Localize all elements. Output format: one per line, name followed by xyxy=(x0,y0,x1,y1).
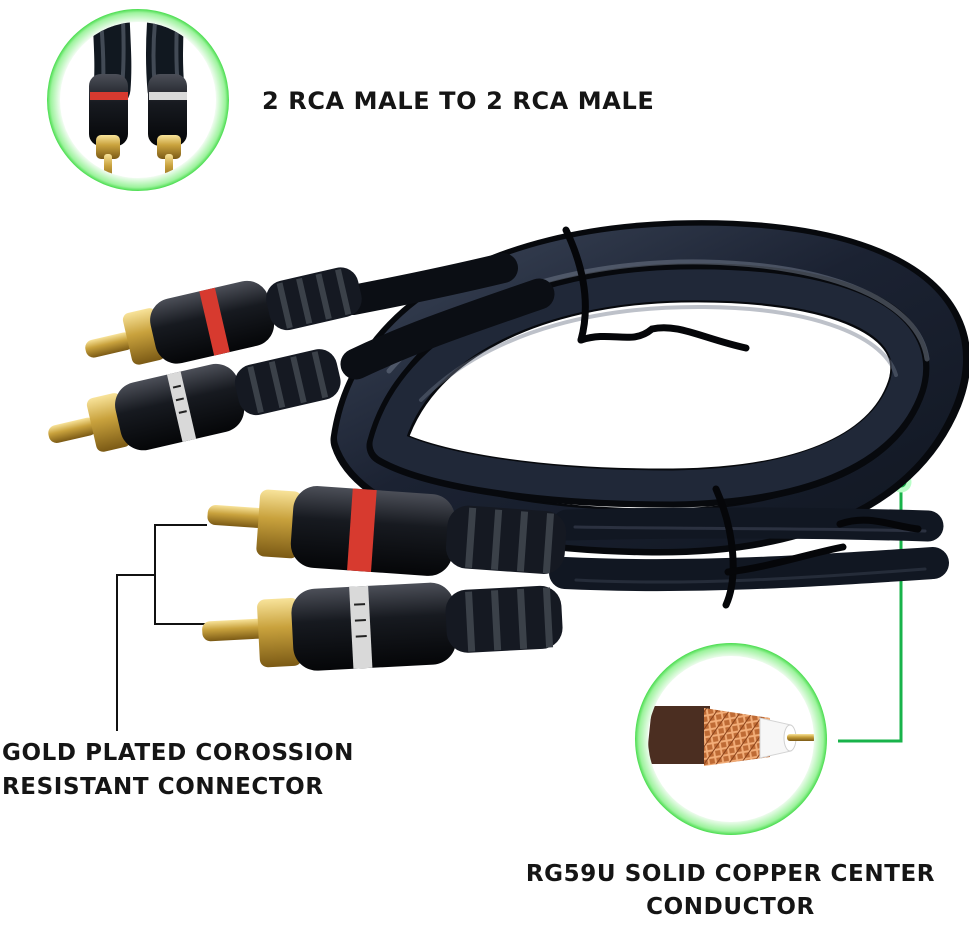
copper-conductor-label-line-2: CONDUCTOR xyxy=(646,894,815,920)
coiled-cable xyxy=(330,220,969,592)
gold-plated-connector-label-line-2: RESISTANT CONNECTOR xyxy=(2,774,324,800)
top-detail-circle xyxy=(47,9,229,191)
upper-rca-plugs xyxy=(48,267,362,452)
gold-plated-connector-label-line-1: GOLD PLATED COROSSION xyxy=(2,740,354,766)
copper-conductor-label-line-1: RG59U SOLID COPPER CENTER xyxy=(525,861,936,887)
copper-conductor-label: RG59U SOLID COPPER CENTER CONDUCTOR xyxy=(518,858,943,924)
front-rca-plugs xyxy=(202,486,567,671)
bottom-detail-circle xyxy=(635,643,827,835)
rca-male-to-male-label: 2 RCA MALE TO 2 RCA MALE xyxy=(262,87,655,115)
gold-plated-connector-label: GOLD PLATED COROSSION RESISTANT CONNECTO… xyxy=(2,736,354,804)
cable-ties xyxy=(562,226,922,609)
